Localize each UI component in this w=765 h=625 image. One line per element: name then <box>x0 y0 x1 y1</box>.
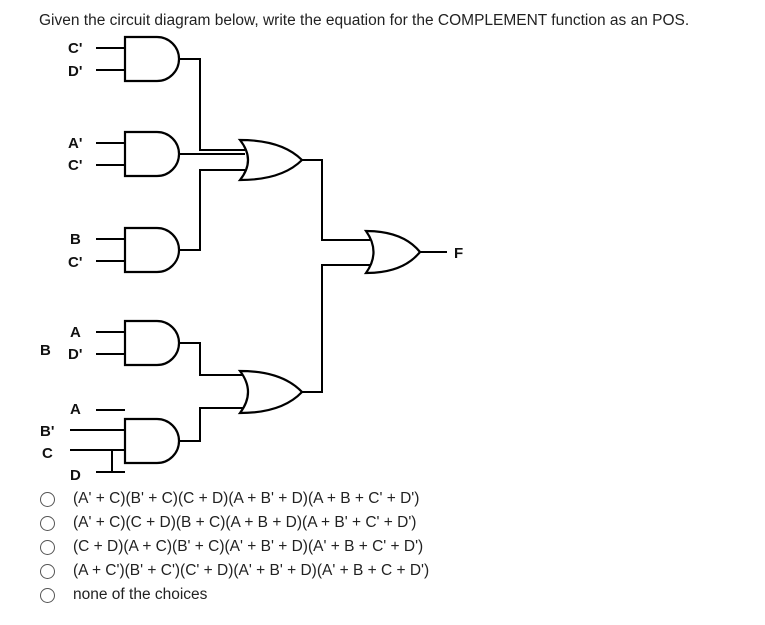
radio-button[interactable] <box>40 515 55 531</box>
input-label: C <box>42 445 53 462</box>
radio-button[interactable] <box>40 539 55 555</box>
or-gate <box>237 369 304 415</box>
question-text: Given the circuit diagram below, write t… <box>39 12 690 29</box>
choice-1[interactable]: (A' + C)(B' + C)(C + D)(A + B' + D)(A + … <box>40 487 429 511</box>
input-label: A <box>70 324 81 341</box>
choice-5[interactable]: none of the choices <box>40 583 429 607</box>
input-label: B <box>70 231 81 248</box>
input-label: C' <box>68 254 82 271</box>
choice-label: (C + D)(A + C)(B' + C)(A' + B' + D)(A' +… <box>73 538 424 555</box>
input-label: D <box>70 467 81 484</box>
answer-choices: (A' + C)(B' + C)(C + D)(A + B' + D)(A + … <box>40 487 429 607</box>
and-gate <box>123 226 181 274</box>
choice-2[interactable]: (A' + C)(C + D)(B + C)(A + B + D)(A + B'… <box>40 511 429 535</box>
choice-label: (A + C')(B' + C')(C' + D)(A' + B' + D)(A… <box>73 562 430 579</box>
or-gate <box>237 138 304 182</box>
radio-button[interactable] <box>40 491 55 507</box>
or-gate <box>363 229 422 275</box>
input-label: A' <box>68 135 82 152</box>
input-label: D' <box>68 346 82 363</box>
and-gate <box>123 417 181 465</box>
input-label: B' <box>40 423 54 440</box>
and-gate <box>123 319 181 367</box>
radio-button[interactable] <box>40 563 55 579</box>
choice-4[interactable]: (A + C')(B' + C')(C' + D)(A' + B' + D)(A… <box>40 559 429 583</box>
choice-label: (A' + C)(C + D)(B + C)(A + B + D)(A + B'… <box>73 514 417 531</box>
input-label: C' <box>68 157 82 174</box>
input-label: D' <box>68 63 82 80</box>
output-label: F <box>454 245 463 262</box>
radio-button[interactable] <box>40 587 55 603</box>
choice-3[interactable]: (C + D)(A + C)(B' + C)(A' + B' + D)(A' +… <box>40 535 429 559</box>
choice-label: none of the choices <box>73 586 208 603</box>
choice-label: (A' + C)(B' + C)(C + D)(A + B' + D)(A + … <box>73 490 420 507</box>
logic-circuit-diagram: C' D' A' C' B C' A D' B A B' C D F <box>40 35 463 484</box>
and-gate <box>123 130 181 178</box>
circuit-wires <box>70 47 447 473</box>
input-label: A <box>70 401 81 418</box>
input-label: B <box>40 342 51 359</box>
and-gate <box>123 35 181 83</box>
input-label: C' <box>68 40 82 57</box>
